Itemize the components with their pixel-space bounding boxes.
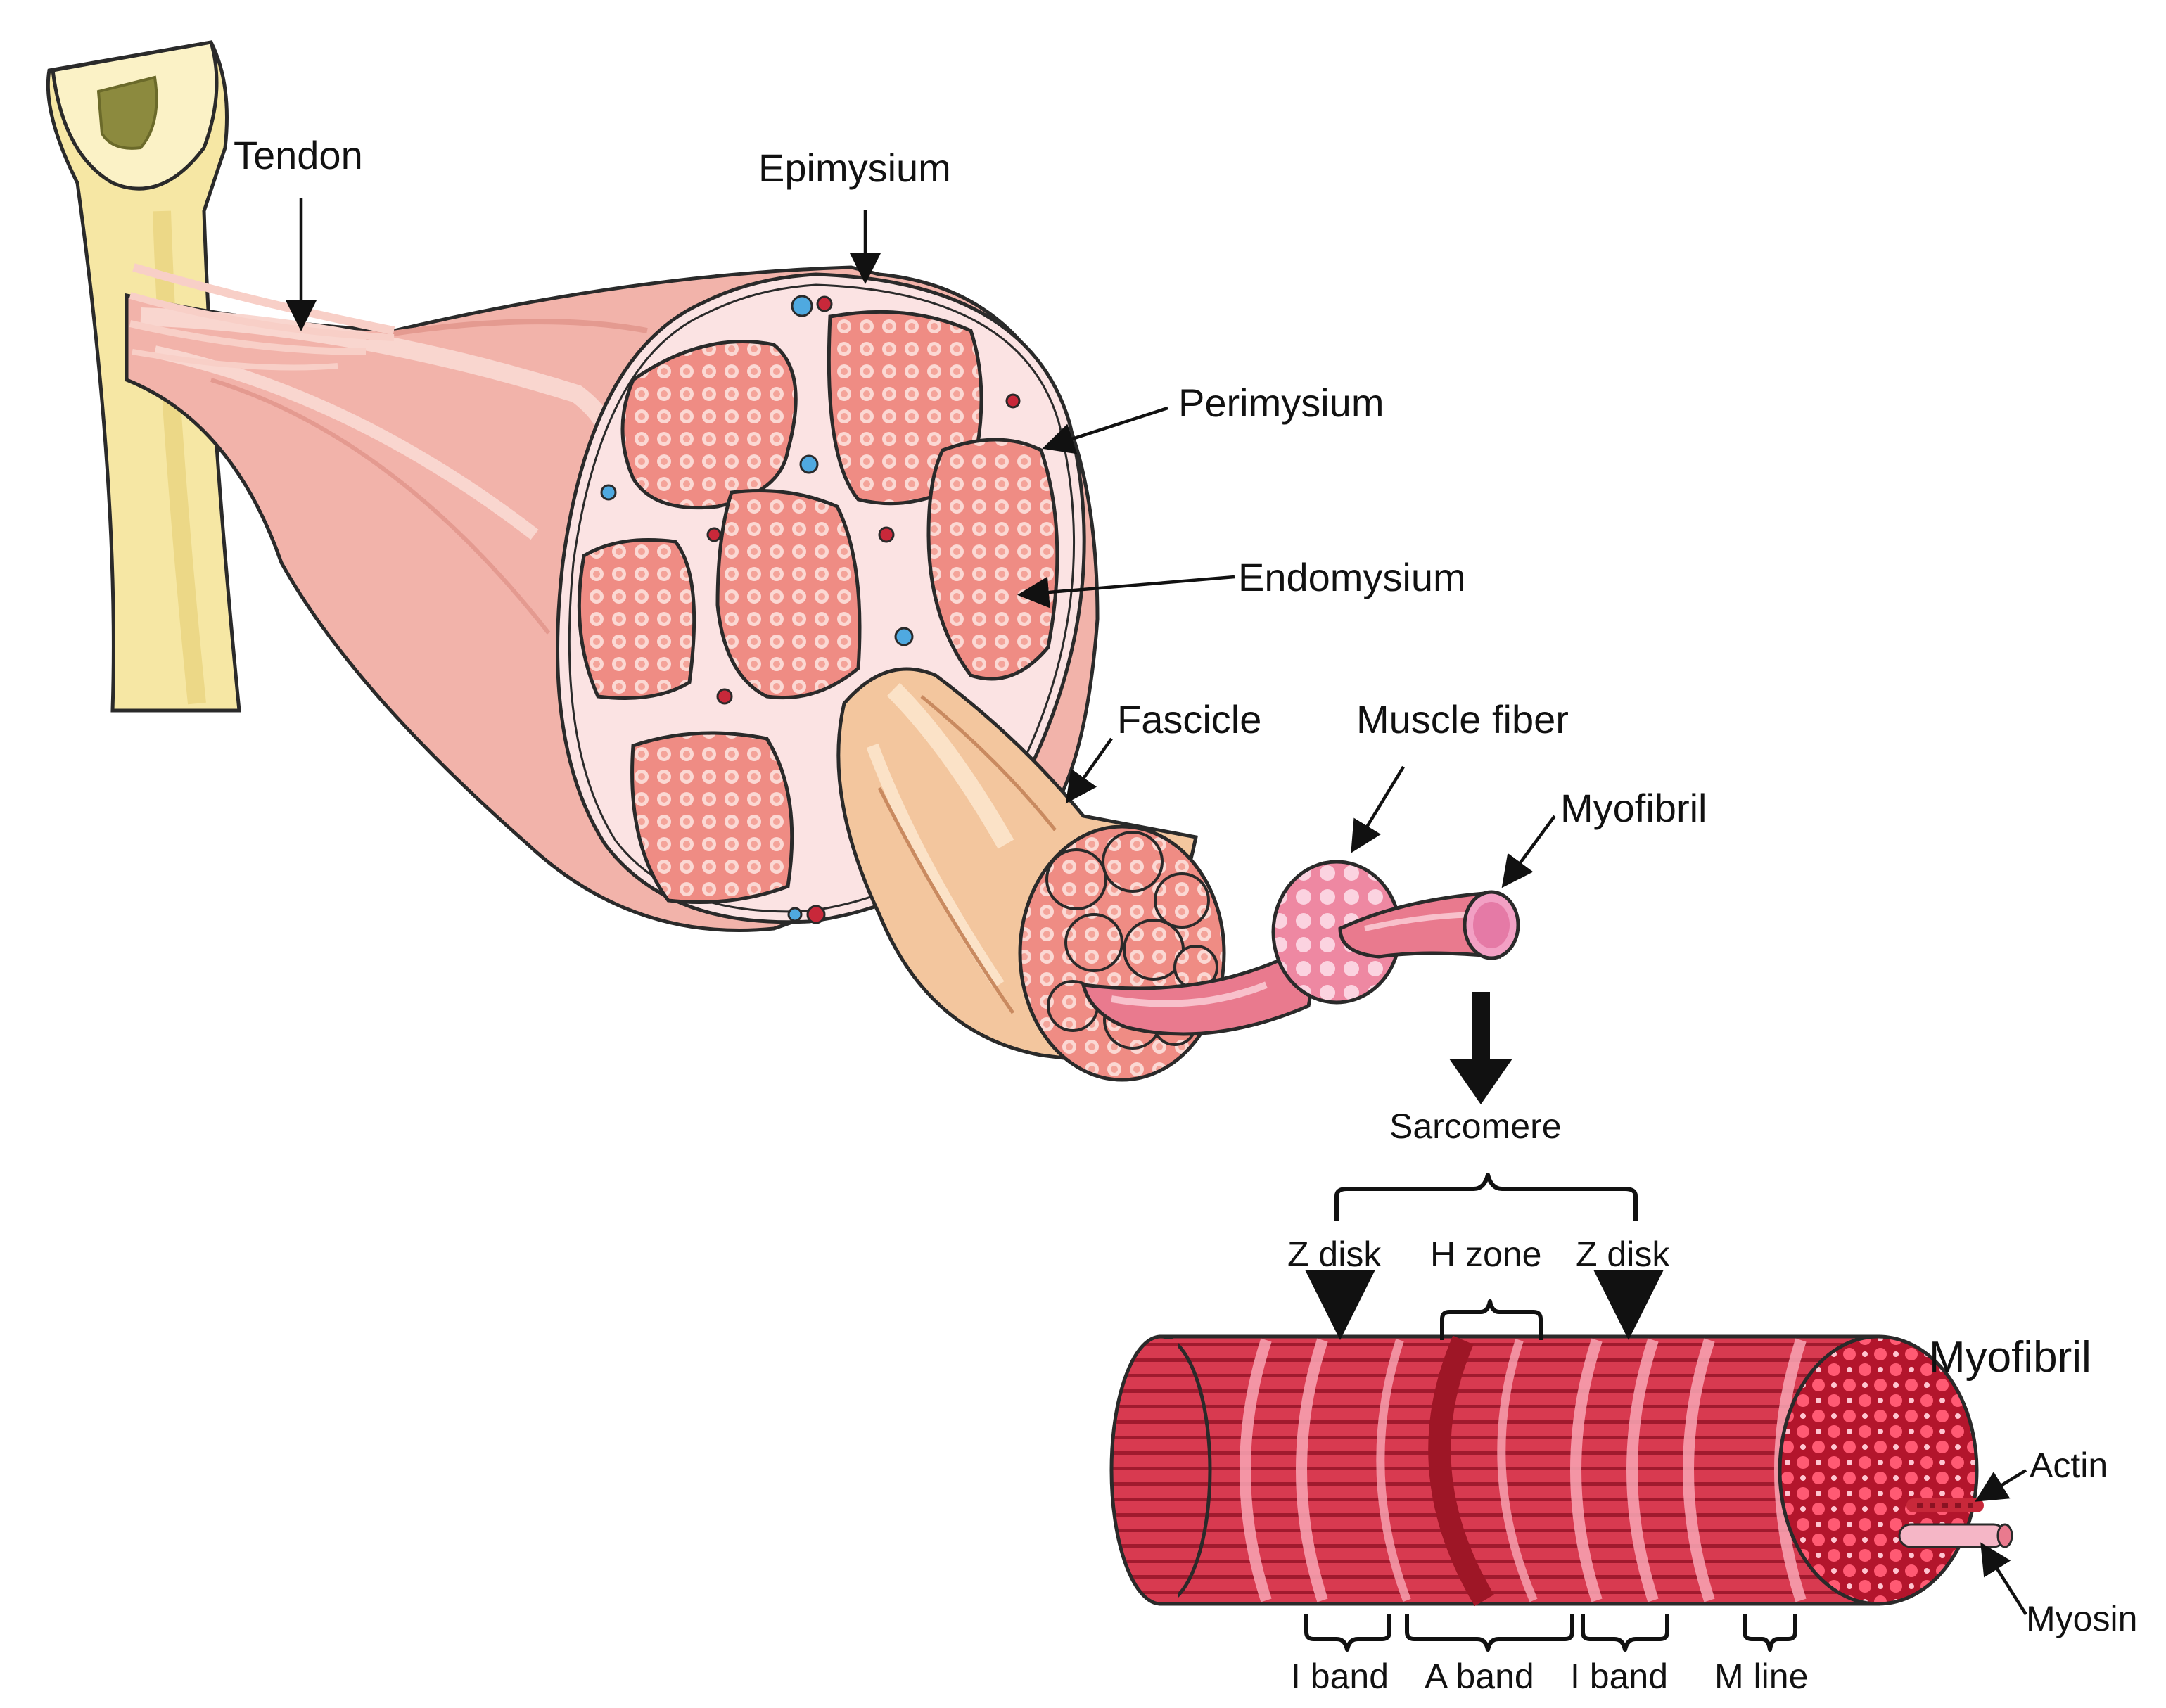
actin-label: Actin — [2030, 1446, 2108, 1485]
actin-arrow — [1975, 1469, 2027, 1502]
muscle-fiber — [1081, 860, 1402, 1036]
myosin-label: Myosin — [2026, 1599, 2137, 1638]
myofibril-label-top: Myofibril — [1560, 786, 1707, 830]
perimysium-label: Perimysium — [1178, 381, 1384, 425]
sarcomere-bands — [1240, 1338, 1807, 1602]
fascicle-section — [577, 310, 1059, 904]
tendon-fibers — [129, 263, 395, 371]
perimysium-arrow — [1042, 406, 1168, 454]
h-zone-bracket — [1440, 1299, 1543, 1340]
myofibril-label-detail: Myofibril — [1929, 1333, 2091, 1382]
m-line-label: M line — [1714, 1657, 1808, 1696]
blood-vessels — [600, 295, 1021, 924]
i-band-left-bracket — [1304, 1614, 1391, 1652]
myosin-arrow — [1980, 1542, 2027, 1616]
myosin-filament — [1898, 1523, 2013, 1548]
tendon-label: Tendon — [234, 133, 363, 177]
endomysium-arrow — [1017, 575, 1235, 608]
labels: Tendon Epimysium Perimysium Endomysium F… — [234, 133, 2137, 1696]
myofibril-strand — [1338, 890, 1520, 960]
epimysium-label: Epimysium — [758, 146, 951, 190]
a-band-label: A band — [1425, 1657, 1534, 1696]
zoom-arrow-icon — [1449, 992, 1512, 1104]
m-line-bracket — [1743, 1614, 1797, 1652]
sarcomere-label: Sarcomere — [1389, 1107, 1562, 1146]
muscle-fiber-label: Muscle fiber — [1356, 697, 1569, 741]
fascicle-label: Fascicle — [1117, 697, 1261, 741]
i-band-right-label: I band — [1570, 1657, 1668, 1696]
m-line-band — [1428, 1335, 1494, 1607]
i-band-right-bracket — [1581, 1614, 1669, 1652]
fascicle-arrow — [1065, 737, 1113, 804]
fascicle — [836, 667, 1226, 1082]
i-band-left-label: I band — [1291, 1657, 1389, 1696]
z-disk-right-label: Z disk — [1576, 1235, 1670, 1274]
muscle-fiber-arrow — [1351, 765, 1405, 853]
brackets — [1304, 1173, 1797, 1652]
bone-marrow — [96, 75, 158, 150]
label-arrows — [285, 198, 2027, 1616]
myofibril-cylinder — [1109, 1334, 2013, 1607]
sarcomere-bracket — [1334, 1173, 1638, 1221]
a-band-bracket — [1405, 1614, 1574, 1652]
endomysium-label: Endomysium — [1238, 555, 1466, 599]
h-zone-label: H zone — [1430, 1235, 1541, 1274]
myofibril-arrow — [1501, 815, 1556, 888]
z-disk-left-label: Z disk — [1287, 1235, 1382, 1274]
